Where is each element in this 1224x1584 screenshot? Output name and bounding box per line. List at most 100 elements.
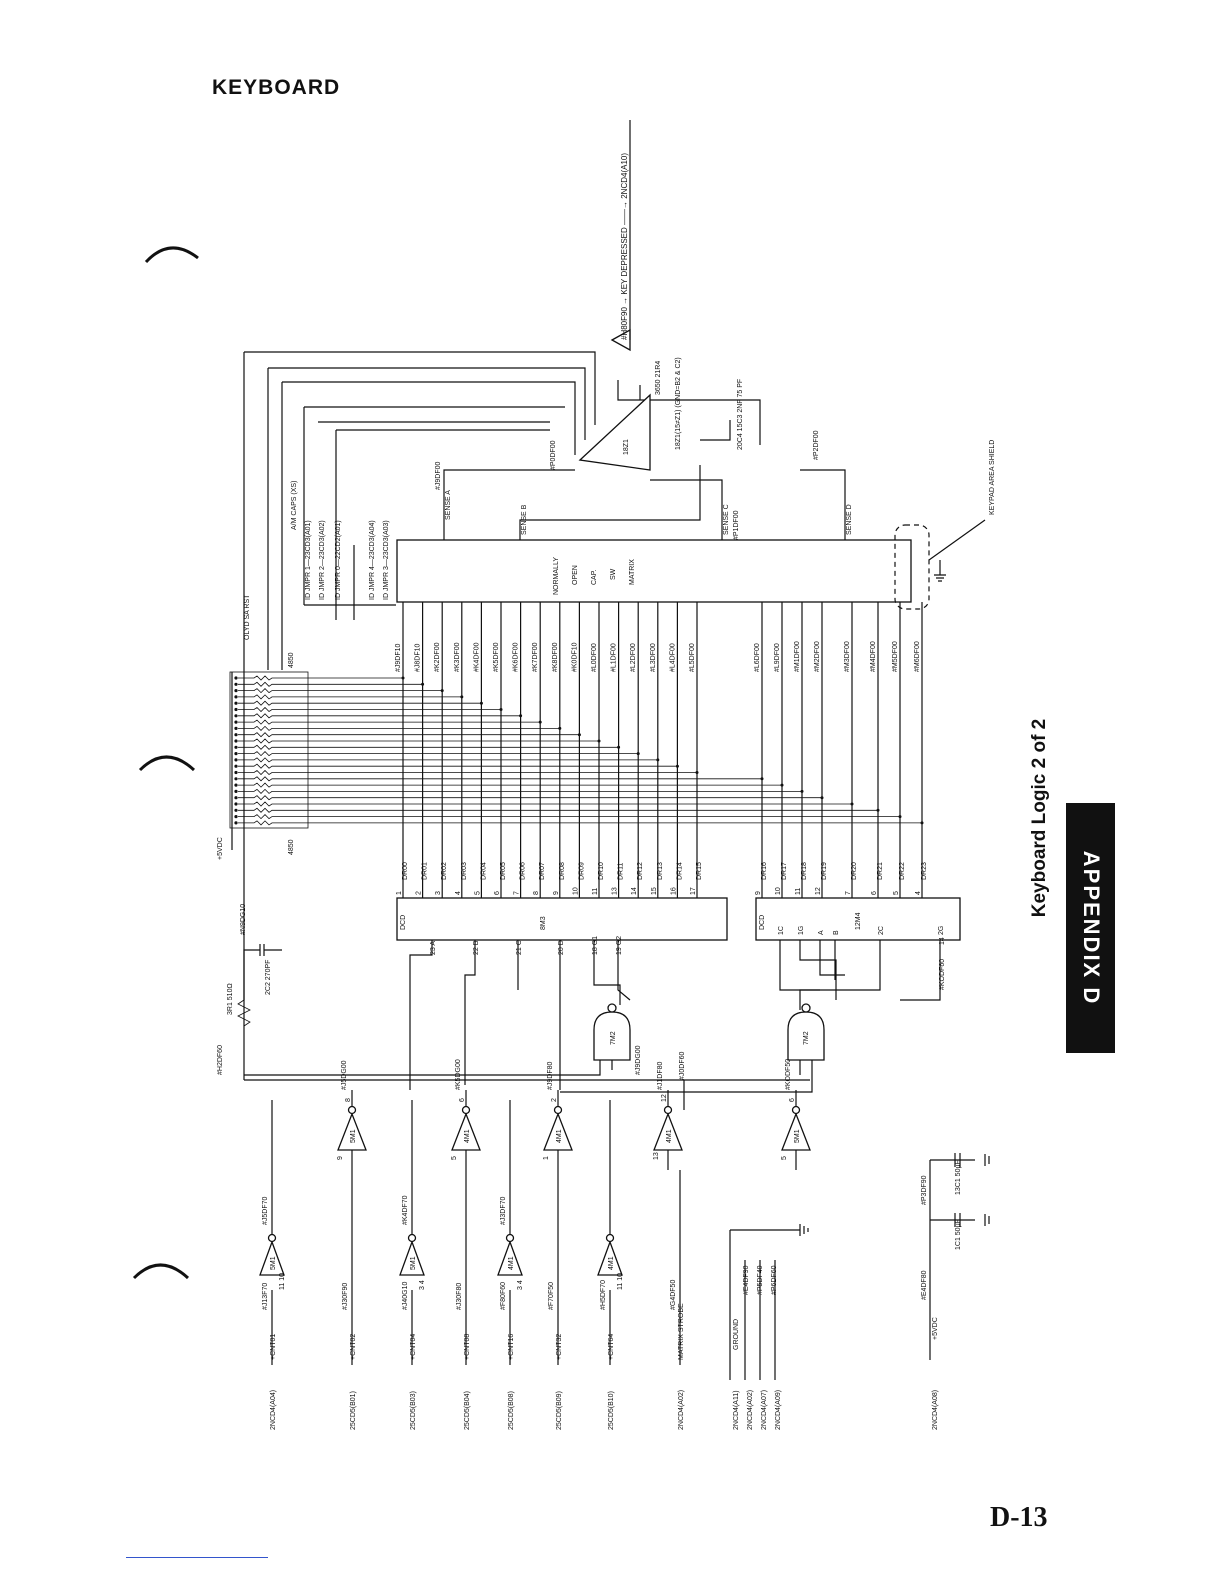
column-junction [656, 758, 660, 762]
vcc-label: +5VDC [217, 837, 224, 860]
buffer-gate-pin-in: 9 [337, 1156, 344, 1160]
decoder-a-output-label: DR13 [657, 862, 664, 880]
buffer-gate-pin-out: 2 [551, 1098, 558, 1102]
sense-d-label: SENSE D [846, 504, 853, 535]
decoder-b-part: 12M4 [855, 912, 862, 930]
buffer-gate-label: 4M1 [556, 1129, 563, 1143]
input-net-label: #J30F80 [456, 1283, 463, 1310]
column-junction [597, 739, 601, 743]
decoder-a-input-pin: 21 C [516, 940, 523, 955]
resnet-resistor [238, 719, 306, 725]
power-c1: 1C1 50μF [955, 1219, 962, 1250]
decoder-a-output-label: DR07 [539, 862, 546, 880]
resnet-node [234, 739, 238, 743]
decoder-a-output-label: DR15 [696, 862, 703, 880]
decoder-b-output-label: DR20 [851, 862, 858, 880]
buffer-gate-pin-out: 6 [789, 1098, 796, 1102]
decoder-b-pin-label: 5 [893, 891, 900, 895]
input-source-label: 25CD5(B04) [464, 1391, 471, 1430]
column-junction [636, 752, 640, 756]
decoder-a-output-label: DR04 [480, 862, 487, 880]
buffer-gate-label: 4M1 [464, 1129, 471, 1143]
key-depressed-output: #H80F90 → KEY DEPRESSED ——→ 2NCD4(A10) 1… [620, 120, 744, 455]
decoder-b-input-pin: B [833, 930, 840, 935]
buffer-gate-pin-out: 6 [459, 1098, 466, 1102]
buffer-gate-net: #J9DF80 [547, 1061, 554, 1090]
resnet-node [234, 783, 238, 787]
comparator-label: 18Z1 [623, 439, 630, 455]
rc-network: 3R1 510Ω 2C2 270PF #N9DG10 #H2DF60 [217, 904, 282, 1075]
rc-net-label: #N9DG10 [240, 904, 247, 935]
ground-net-3: #P6DF60 [771, 1265, 778, 1295]
decoder-a-input-pin: 20 D [558, 940, 565, 955]
column-net-label: #M6DF00 [914, 641, 921, 672]
column-junction [519, 714, 523, 718]
input-source-label: 2NCD4(A02) [678, 1390, 685, 1430]
resnet-resistor [238, 820, 306, 826]
matrix-line-5: MATRIX [629, 559, 636, 585]
buffer-gate-bubble [347, 1105, 357, 1115]
resnet-resistor [238, 675, 306, 681]
column-junction [760, 777, 764, 781]
decoder-b-output-label: DR18 [801, 862, 808, 880]
sense-a-label: SENSE A [445, 490, 452, 520]
decoder-b-output-label: DR17 [781, 862, 788, 880]
input-buffer-net: #J5DF70 [262, 1196, 269, 1225]
input-net-label: #F80F60 [500, 1282, 507, 1310]
decoder-a-output-label: DR12 [637, 862, 644, 880]
rc-net2-label: #H2DF60 [217, 1045, 224, 1075]
resnet-resistor [238, 757, 306, 763]
matrix-line-4: SW [610, 568, 617, 580]
input-net-label: #H5DF70 [600, 1280, 607, 1310]
resnet-resistor [238, 700, 306, 706]
decoder-a-part: 8M3 [540, 916, 547, 930]
buffer-gate-pin-out: 8 [345, 1098, 352, 1102]
decoder-8m3: DCD 8M3 [396, 897, 728, 941]
resnet-resistor [238, 713, 306, 719]
decoder-a-pin-label: 7 [514, 891, 521, 895]
column-net-label: #K7DF00 [532, 642, 539, 672]
ground-net-1: #E4DF90 [743, 1265, 750, 1295]
column-junction [577, 733, 581, 737]
column-net-label: #K2DF00 [434, 642, 441, 672]
buffer-gate-bubble [553, 1105, 563, 1115]
input-source-label: 2NCD4(A04) [270, 1390, 277, 1430]
column-junction [421, 682, 425, 686]
resnet-node [234, 815, 238, 819]
buffer-gate-pin-out: 12 [661, 1094, 668, 1102]
decoder-b-pin-label: 7 [845, 891, 852, 895]
resnet-node [234, 707, 238, 712]
column-junction [695, 771, 699, 774]
input-signal-label: MATRIX STROBE [678, 1303, 685, 1360]
decoder-b-pin-label: 6 [871, 891, 878, 895]
buffer-gate-pin-in: 5 [781, 1156, 788, 1160]
ground-src-1: 2NCD4(A11) [733, 1390, 740, 1430]
input-source-label: 25CD5(B10) [608, 1391, 615, 1430]
decoder-b-outputs: DR169DR1710DR1811DR1912DR207DR216DR225DR… [755, 862, 946, 945]
appendix-tab [1066, 803, 1115, 1053]
resnet-resistor [238, 706, 306, 713]
resnet-node [234, 821, 238, 825]
input-buffer-label: 4M1 [608, 1256, 615, 1270]
column-net-label: #L6DF00 [754, 643, 761, 672]
column-net-label: #L9DF00 [774, 643, 781, 672]
column-net-label: #K4DF00 [473, 642, 480, 672]
column-net-labels: #J9DF10#J8DF10#K2DF00#K3DF00#K4DF00#K5DF… [395, 641, 921, 672]
resnet-top-label: 4850 [288, 652, 295, 668]
decoder-a-output-label: DR08 [559, 862, 566, 880]
input-buffer-net: #J3DF70 [500, 1196, 507, 1225]
decoder-a-output-label: DR00 [402, 862, 409, 880]
buffer-gate-label: 4M1 [666, 1129, 673, 1143]
ground-src-4: 2NCD4(A09) [775, 1390, 782, 1430]
decoder-b-pin14: 14 [939, 937, 946, 945]
input-buffer-label: 5M1 [410, 1256, 417, 1270]
input-net-label: #J30F90 [342, 1283, 349, 1310]
resnet-resistor [238, 744, 306, 750]
input-buffer-gate [259, 1240, 285, 1276]
resistor-network: 4850 4850 +5VDC [217, 652, 309, 860]
jmpr-0-label: ID JMPR 0—22CD2(A01) [335, 520, 342, 600]
decoder-b-label: DCD [759, 915, 766, 930]
ground-src-3: 2NCD4(A07) [761, 1390, 768, 1430]
resnet-node [234, 701, 238, 705]
